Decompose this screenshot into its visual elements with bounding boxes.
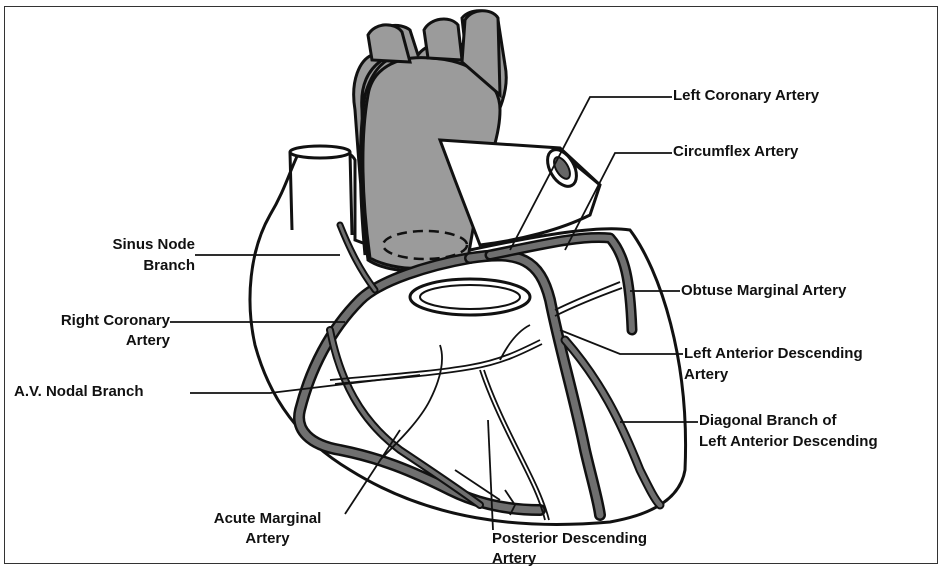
label-diagonal-line1: Diagonal Branch of	[699, 412, 837, 430]
label-av-nodal-branch: A.V. Nodal Branch	[14, 383, 143, 401]
label-acute-marginal-line1: Acute Marginal	[185, 510, 350, 528]
label-sinus-node-line1: Sinus Node	[75, 236, 195, 254]
label-lad-line2: Artery	[684, 366, 728, 384]
vena-cava-opening	[290, 146, 350, 158]
label-pda-line1: Posterior Descending	[492, 530, 647, 548]
label-lad-line1: Left Anterior Descending	[684, 345, 863, 363]
label-sinus-node-line2: Branch	[75, 257, 195, 275]
label-obtuse-marginal-artery: Obtuse Marginal Artery	[681, 282, 846, 300]
label-diagonal-line2: Left Anterior Descending	[699, 433, 878, 451]
label-pda-line2: Artery	[492, 550, 536, 568]
label-right-coronary-line2: Artery	[15, 332, 170, 350]
label-left-coronary-artery: Left Coronary Artery	[673, 87, 819, 105]
label-circumflex-artery: Circumflex Artery	[673, 143, 798, 161]
label-right-coronary-line1: Right Coronary	[15, 312, 170, 330]
label-acute-marginal-line2: Artery	[185, 530, 350, 548]
